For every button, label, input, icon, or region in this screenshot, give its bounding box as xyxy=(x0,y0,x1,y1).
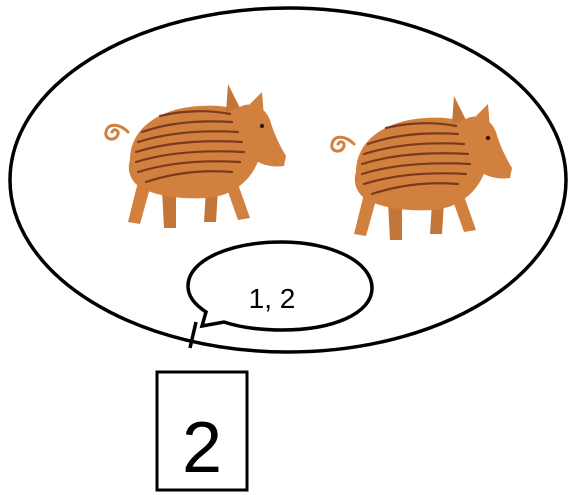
connector-line xyxy=(188,321,198,349)
total-box-text: 2 xyxy=(182,408,222,488)
total-box xyxy=(155,370,249,492)
count-bubble xyxy=(186,240,374,332)
count-bubble-text: 1, 2 xyxy=(249,283,296,314)
set-ellipse xyxy=(8,6,568,354)
